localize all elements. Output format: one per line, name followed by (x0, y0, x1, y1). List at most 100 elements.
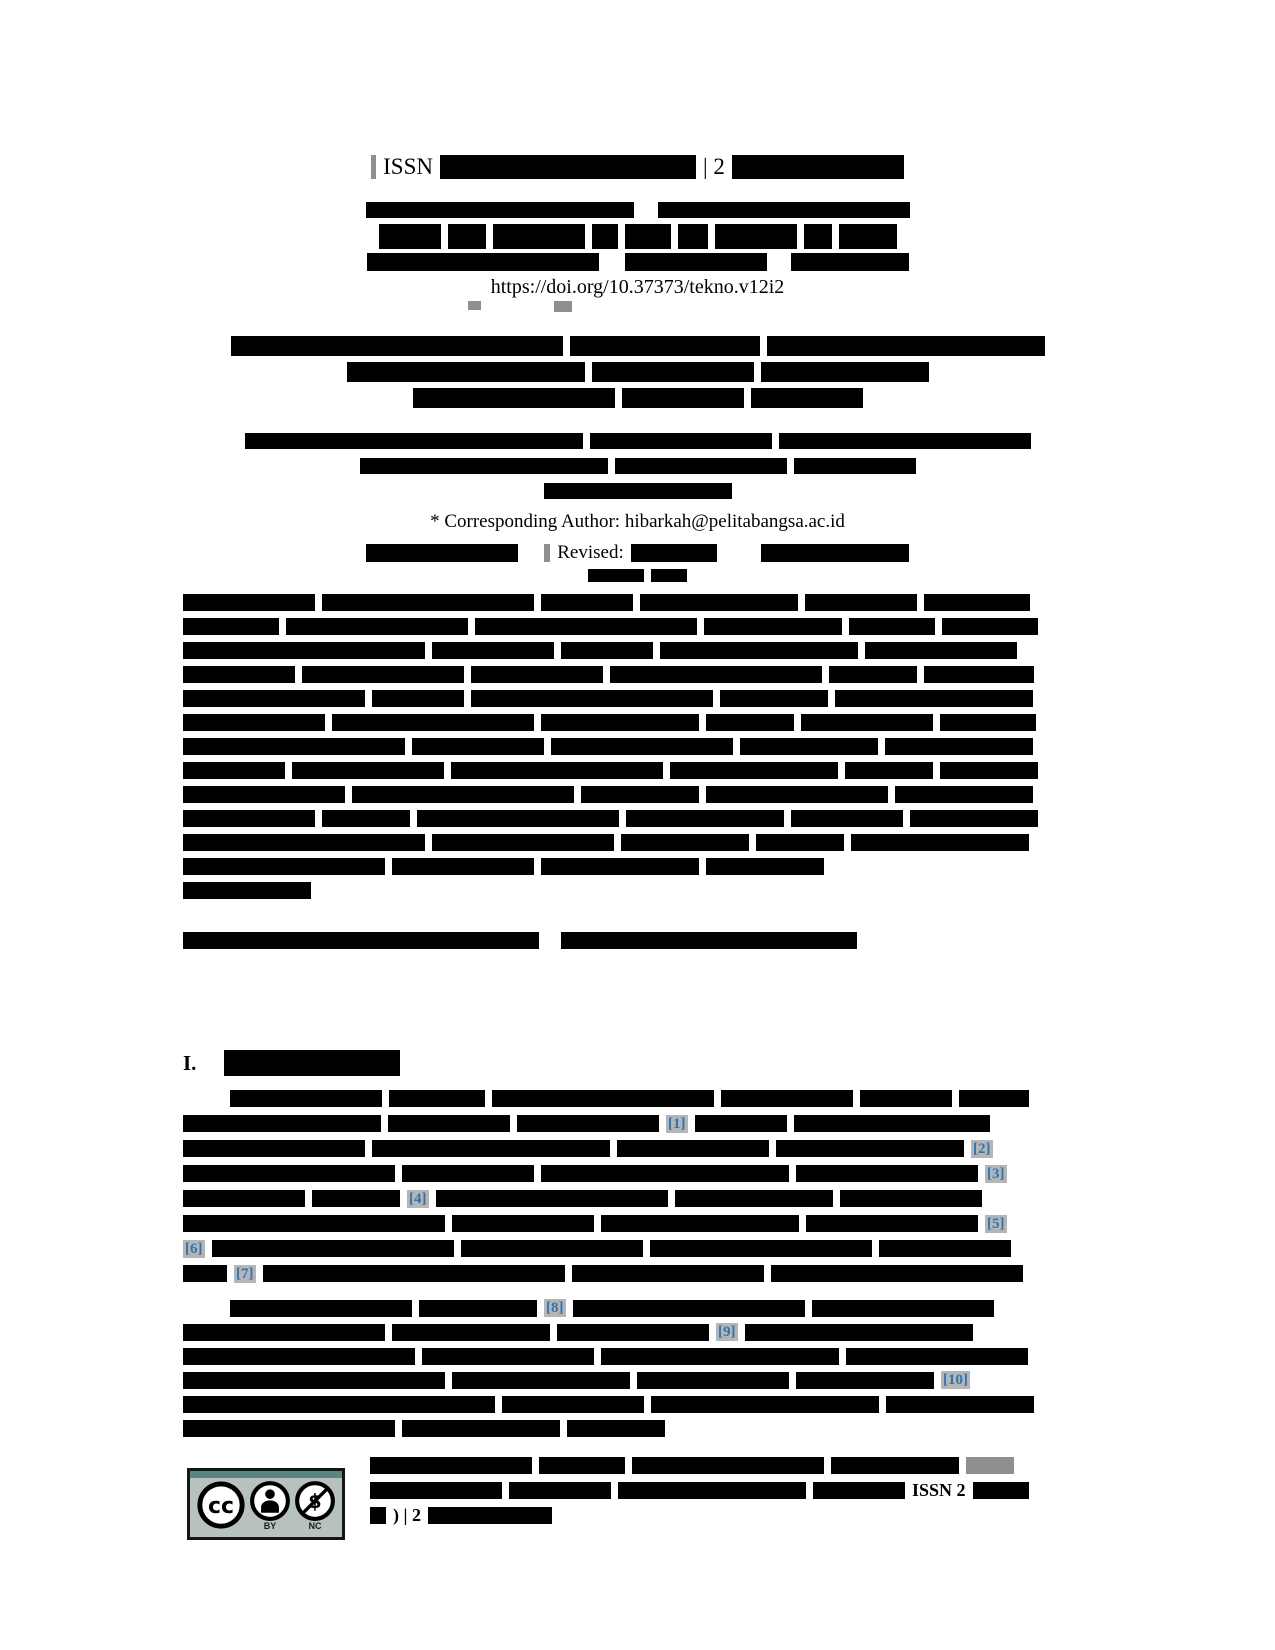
redacted-text (183, 617, 279, 635)
abstract-label (0, 568, 1275, 583)
citation-link[interactable]: [1] (666, 1114, 688, 1133)
redacted-text (427, 1507, 552, 1524)
redacted-text (790, 253, 909, 271)
text-fragment: Revised: (557, 542, 624, 563)
redacted-text (183, 857, 385, 875)
redacted-text (846, 1347, 1028, 1365)
redacted-text (865, 641, 1017, 659)
redacted-text (432, 833, 614, 851)
cc-license-badge[interactable]: cc BY $ NC (187, 1468, 345, 1540)
citation-link[interactable]: [7] (234, 1264, 256, 1283)
redacted-text (591, 223, 618, 249)
redacted-text (835, 689, 1033, 707)
redacted-text (183, 1347, 415, 1365)
issn-header-line: ISSN | 2 (0, 152, 1275, 182)
redacted-text (392, 857, 534, 875)
redacted-text (778, 432, 1031, 449)
text-fragment: ISSN 2 (912, 1480, 966, 1500)
citation-link[interactable]: [5] (985, 1214, 1007, 1233)
redacted-text (829, 665, 917, 683)
corresponding-author-line: * Corresponding Author: hibarkah@pelitab… (430, 511, 845, 532)
redacted-text (731, 155, 904, 179)
doi-link[interactable]: https://doi.org/10.37373/tekno.v12i2 (490, 276, 785, 298)
doi-underline-mark (468, 301, 481, 310)
redacted-text (365, 202, 634, 218)
redacted-text (581, 785, 699, 803)
redacted-text (796, 1165, 978, 1182)
redacted-text (389, 1090, 485, 1107)
citation-link[interactable]: [9] (716, 1323, 738, 1341)
author-affiliation-block (0, 428, 1275, 503)
redacted-text (183, 931, 539, 949)
redacted-text (183, 1395, 495, 1413)
citation-link[interactable]: [8] (544, 1299, 566, 1317)
redacted-text (589, 432, 772, 449)
citation-link[interactable]: [2] (971, 1139, 993, 1158)
redacted-text (302, 665, 464, 683)
citation-link[interactable]: [10] (941, 1371, 970, 1389)
redacted-text (924, 593, 1030, 611)
redacted-text (460, 1240, 643, 1257)
redacted-text (831, 1457, 959, 1474)
redacted-text (796, 1371, 934, 1389)
redacted-text (541, 593, 633, 611)
redacted-text (601, 1347, 839, 1365)
redacted-text (557, 1323, 709, 1341)
keywords-line (183, 928, 1043, 952)
redacted-text (626, 809, 784, 827)
redacted-text (370, 1507, 386, 1524)
redacted-text (352, 785, 574, 803)
redacted-text (670, 761, 838, 779)
redacted-text (756, 833, 844, 851)
redacted-text (183, 1115, 381, 1132)
redacted-text (422, 1347, 594, 1365)
citation-link[interactable]: [4] (407, 1189, 429, 1208)
redacted-text (885, 737, 1033, 755)
redacted-text (766, 336, 1045, 356)
redacted-text (910, 809, 1038, 827)
cc-nc-label: NC (308, 1521, 322, 1531)
redacted-text (660, 641, 858, 659)
redacted-text (851, 833, 1029, 851)
redacted-text (561, 931, 857, 949)
redacted-text (412, 388, 615, 408)
redacted-text (541, 713, 699, 731)
redacted-text (637, 1371, 789, 1389)
section-1-heading: I. (183, 1048, 683, 1078)
text-fragment: | 2 (703, 154, 725, 179)
redacted-text (183, 809, 315, 827)
redacted-text (805, 593, 917, 611)
redacted-text (651, 569, 687, 582)
redacted-text (183, 713, 325, 731)
redacted-text (359, 457, 608, 474)
doi-underline-mark (554, 301, 572, 312)
redacted-text (571, 1265, 764, 1282)
redacted-text (924, 665, 1034, 683)
redacted-text (471, 665, 603, 683)
redacted-text (632, 1457, 824, 1474)
redacted-text (322, 593, 534, 611)
redacted-text (617, 1140, 769, 1157)
redacted-text (940, 713, 1036, 731)
redacted-highlight (371, 155, 377, 179)
cc-icon: cc (195, 1479, 247, 1531)
redacted-text (791, 809, 903, 827)
redacted-text (183, 1323, 385, 1341)
redacted-highlight (966, 1457, 1014, 1474)
text-fragment: ISSN (383, 154, 433, 179)
citation-link[interactable]: [3] (985, 1164, 1007, 1183)
redacted-text (183, 641, 425, 659)
redacted-text (183, 833, 425, 851)
redacted-text (366, 544, 519, 562)
redacted-text (183, 1215, 445, 1232)
text-fragment: ) | 2 (393, 1505, 421, 1525)
citation-link[interactable]: [6] (183, 1239, 205, 1258)
redacted-text (372, 1140, 610, 1157)
redacted-text (845, 761, 933, 779)
redacted-text (471, 689, 713, 707)
redacted-text (372, 689, 464, 707)
redacted-text (674, 1190, 833, 1207)
redacted-text (649, 1240, 872, 1257)
redacted-text (224, 1050, 401, 1076)
redacted-text (183, 1165, 395, 1182)
